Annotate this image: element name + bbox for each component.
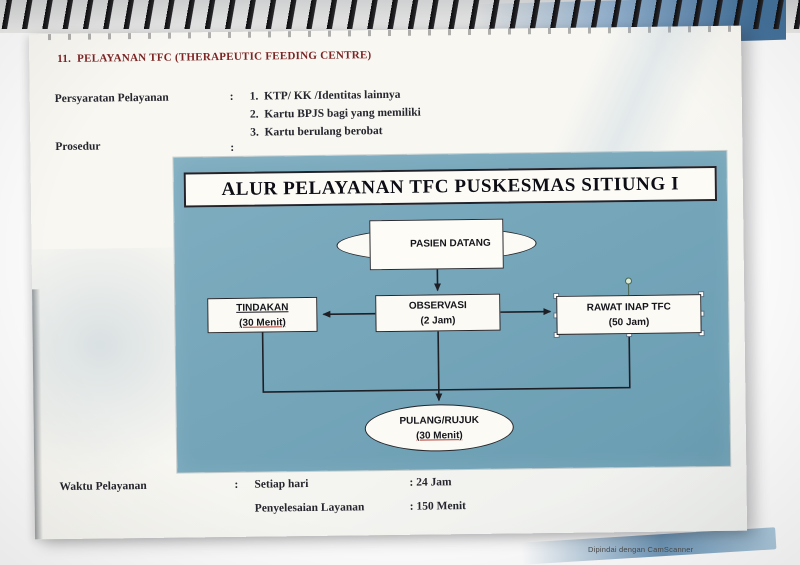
spiral-binding (0, 0, 800, 29)
flow-node-observasi: OBSERVASI (2 Jam) (375, 293, 501, 333)
pulang-label: PULANG/RUJUK (399, 414, 479, 427)
completion-value: : 150 Menit (409, 500, 467, 513)
pasien-datang-frame: PASIEN DATANG (369, 218, 505, 271)
waktu-label: Waktu Pelayanan (59, 479, 147, 494)
flow-connectors (261, 261, 705, 402)
prosedur-label: Prosedur (55, 140, 101, 154)
rawat-inap-label: RAWAT INAP TFC (586, 301, 671, 314)
prosedur-colon: : (230, 141, 235, 154)
tindakan-duration: (30 Menit) (239, 316, 286, 329)
schedule-label: Setiap hari (254, 477, 309, 491)
persyaratan-colon: : (229, 90, 234, 103)
document-page: 11. PELAYANAN TFC (THERAPEUTIC FEEDING C… (28, 25, 748, 540)
flow-node-rawat-inap-tfc: RAWAT INAP TFC (50 Jam) (556, 294, 702, 335)
observasi-duration: (2 Jam) (420, 314, 456, 327)
pasien-datang-label: PASIEN DATANG (410, 237, 491, 250)
requirement-item: 2. Kartu BPJS bagi yang memiliki (249, 106, 421, 121)
pulang-duration: (30 Menit) (415, 429, 463, 442)
tindakan-label: TINDAKAN (236, 301, 289, 314)
flowchart-panel: ALUR PELAYANAN TFC PUSKESMAS SITIUNG I (173, 150, 731, 473)
requirement-item: 3. Kartu berulang berobat (250, 125, 383, 139)
observasi-label: OBSERVASI (408, 299, 467, 312)
flow-node-tindakan: TINDAKAN (30 Menit) (207, 296, 318, 334)
camscanner-watermark: Dipindai dengan CamScanner (588, 545, 694, 554)
flow-arrow-lines (261, 261, 631, 402)
rawat-inap-duration: (50 Jam) (608, 316, 650, 328)
waktu-colon: : (234, 478, 239, 491)
completion-label: Penyelesaian Layanan (254, 501, 365, 515)
schedule-value: : 24 Jam (409, 476, 452, 489)
section-heading: 11. PELAYANAN TFC (THERAPEUTIC FEEDING C… (57, 49, 372, 66)
requirement-item: 1. KTP/ KK /Identitas lainnya (249, 88, 401, 103)
persyaratan-label: Persyaratan Pelayanan (54, 91, 169, 106)
